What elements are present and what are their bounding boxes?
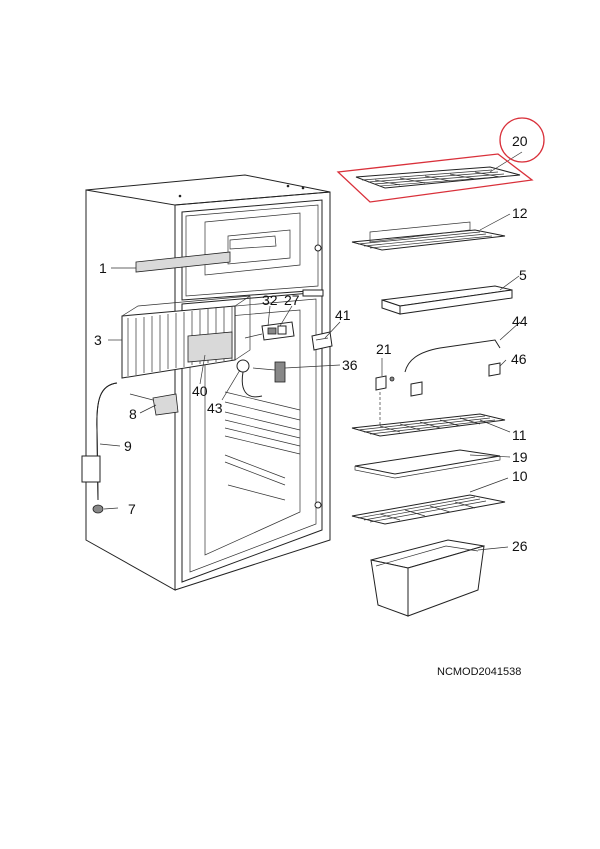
part-10-wire-shelf [351,494,506,525]
callout-label: 43 [207,400,223,416]
callout-label: 3 [94,332,102,348]
part-7-foot [92,504,104,514]
part-20-wire-shelf [355,166,521,189]
document-code: NCMOD2041538 [437,666,521,678]
cabinet-body [85,174,331,591]
part-11-wire-shelf [351,413,506,437]
callout-label: 8 [129,406,137,422]
callout-label: 36 [342,357,358,373]
callout-label: 40 [192,383,208,399]
part-8-hinge [129,393,179,416]
part-44-wire [404,339,501,373]
callout-label: 26 [512,538,528,554]
callout-label: 5 [519,267,527,283]
highlight-circle [499,117,545,163]
callout-label: 9 [124,438,132,454]
highlight-box [336,153,534,203]
part-26-crisper-drawer [370,539,485,617]
highlight-part-20 [336,117,545,203]
callout-label: 20 [512,133,528,149]
callout-label: 10 [512,468,528,484]
callout-label: 7 [128,501,136,517]
part-43-36-capillary [236,359,286,398]
callout-label: 32 [262,292,278,308]
part-21-clips [375,375,423,430]
part-32-27-thermostat [244,321,295,341]
part-1-strip [135,251,231,273]
part-5-door-shelf [381,285,513,315]
callout-label: 19 [512,449,528,465]
callout-label: 41 [335,307,351,323]
part-12-wire-shelf [351,221,506,251]
callout-label: 1 [99,260,107,276]
part-40-box [187,331,233,363]
callout-label: 11 [512,427,527,443]
callout-label: 44 [512,313,528,329]
leader-lines [99,151,523,551]
part-46-clip [488,362,501,377]
callout-labels: 20 12 5 44 21 46 11 19 10 26 1 3 32 27 4… [94,133,528,554]
part-41-lamp-holder [311,331,333,351]
part-19-glass-shelf [354,449,501,479]
callout-label: 46 [511,351,527,367]
callout-label: 21 [376,341,392,357]
part-9-tube [81,382,118,501]
callout-label: 12 [512,205,528,221]
callout-label: 27 [284,292,300,308]
